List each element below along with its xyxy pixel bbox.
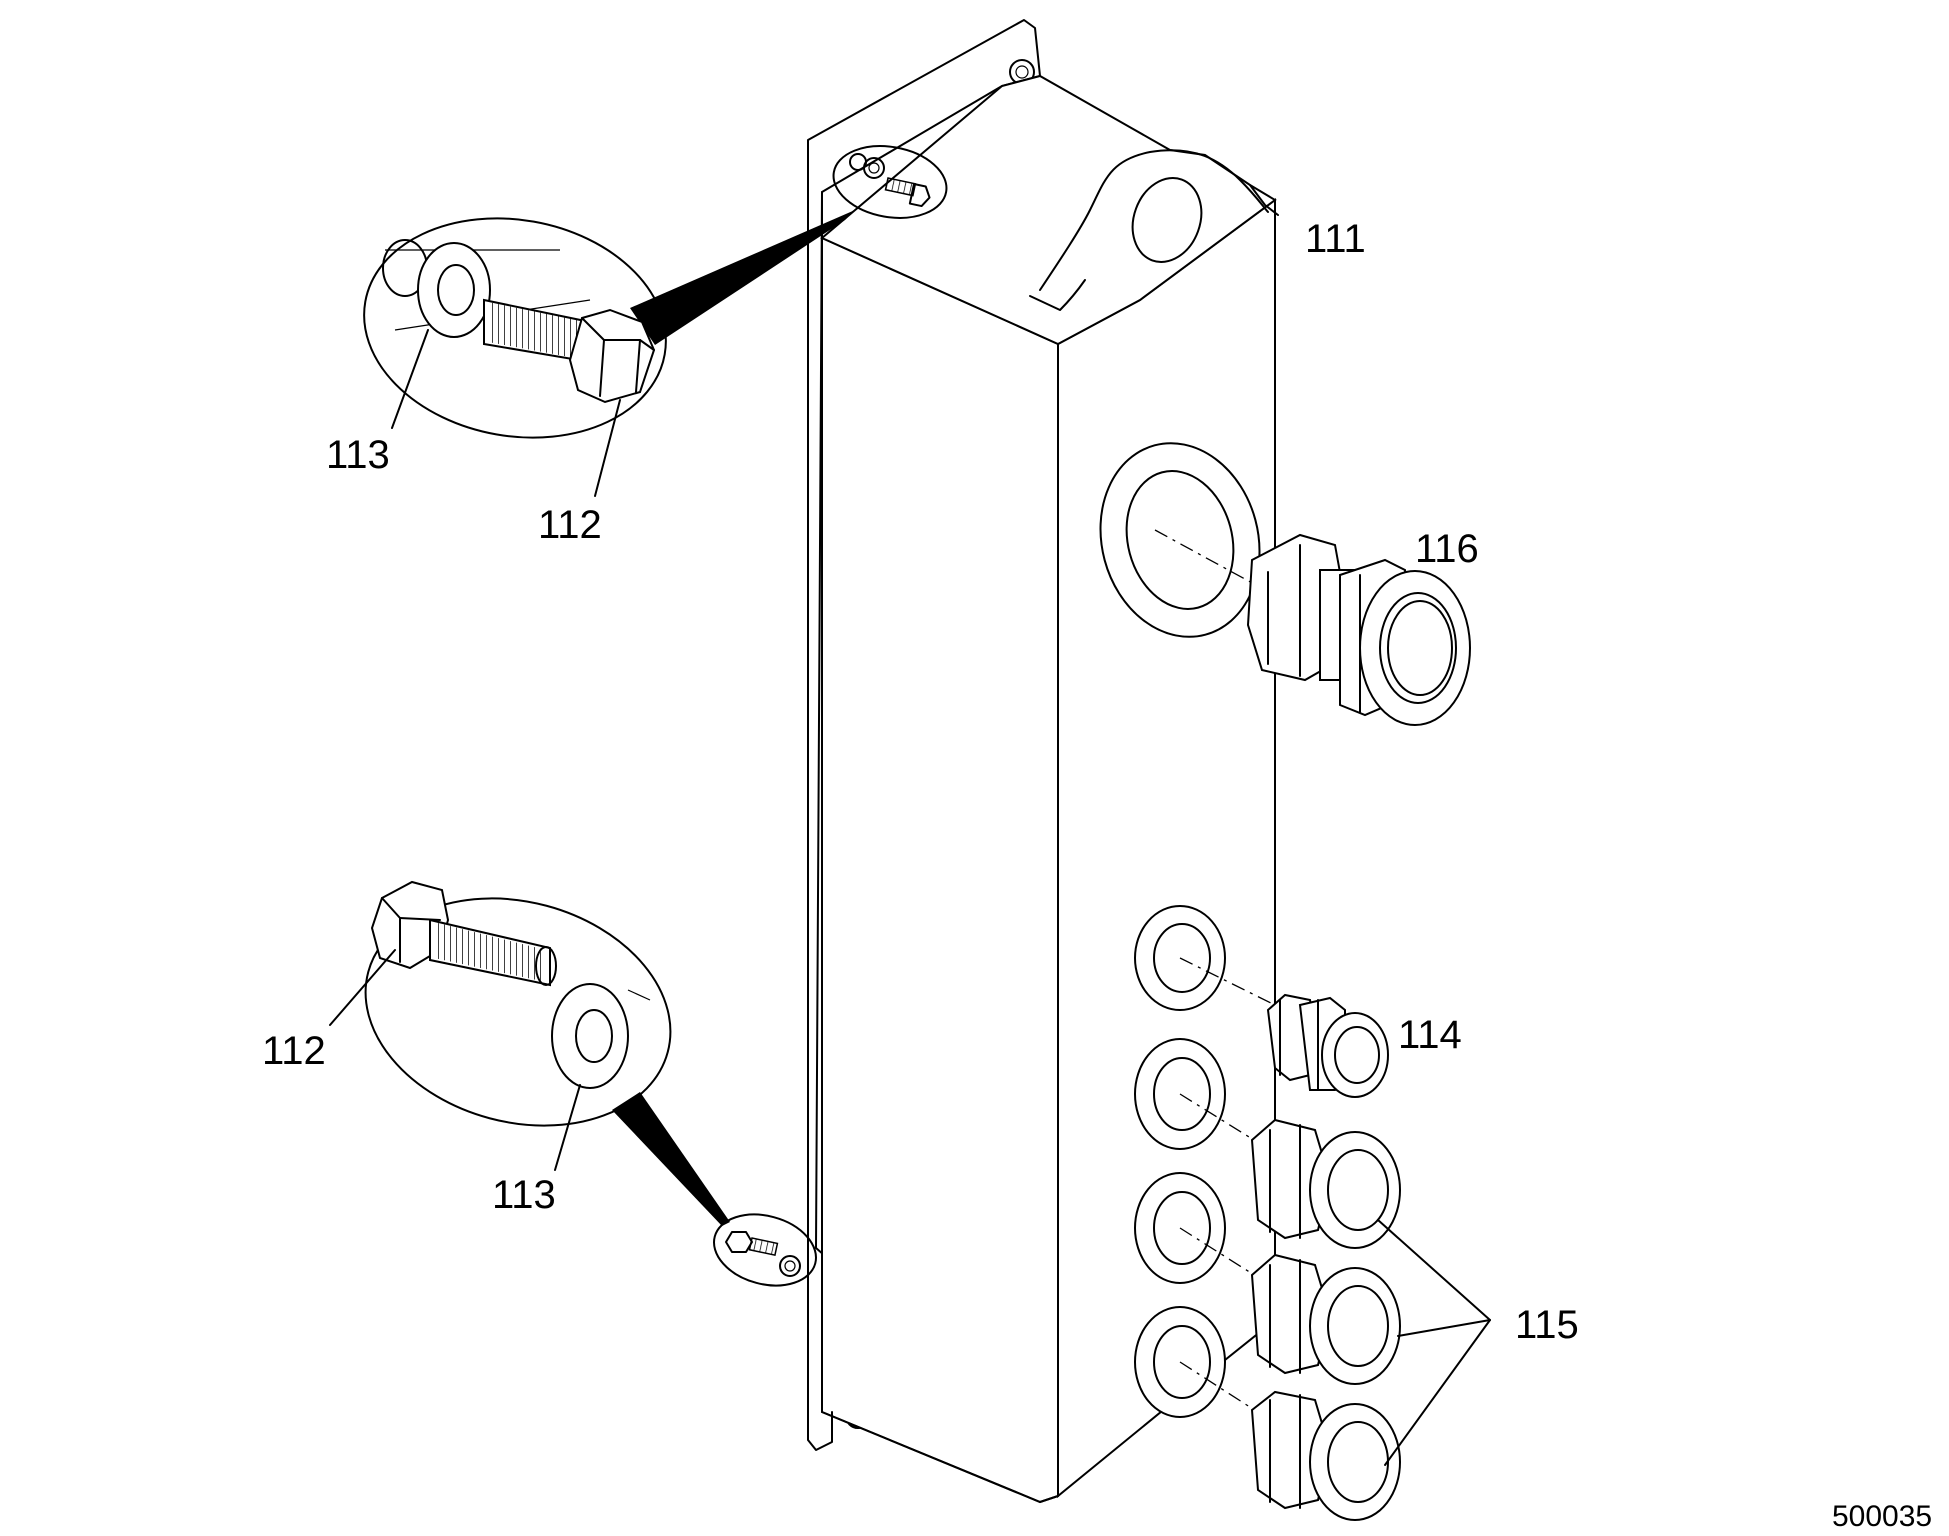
leader-113-top <box>391 329 429 429</box>
junction-box-housing <box>807 19 1279 1504</box>
top-detail-bubble-small <box>832 145 948 219</box>
callout-112-top: 112 <box>538 503 602 547</box>
callout-leaders-115 <box>1377 1219 1491 1466</box>
detail-leader-top <box>630 210 855 345</box>
callout-116: 116 <box>1415 527 1479 571</box>
drawing-number: 500035 <box>1832 1500 1932 1533</box>
leader-112-top <box>594 399 621 497</box>
cable-gland-116 <box>1099 442 1471 726</box>
leader-112-bottom <box>329 949 396 1026</box>
detail-leader-bottom <box>612 1092 730 1226</box>
cable-gland-115-b <box>1134 1172 1401 1385</box>
callout-115: 115 <box>1515 1303 1579 1347</box>
callout-113-bottom: 113 <box>492 1173 556 1217</box>
callout-114: 114 <box>1398 1013 1462 1057</box>
callout-113-top: 113 <box>326 433 390 477</box>
cable-gland-115-a <box>1134 1038 1401 1249</box>
callout-111: 111 <box>1305 217 1366 261</box>
washer-113-bottom <box>551 983 629 1089</box>
bottom-detail-bubble-large <box>329 880 672 1171</box>
bottom-detail-bubble-small <box>713 1213 817 1287</box>
bolt-112-bottom <box>370 880 557 987</box>
washer-113-top <box>417 242 491 338</box>
callout-112-bottom: 112 <box>262 1029 326 1073</box>
top-detail-bubble-large <box>363 217 667 497</box>
cable-gland-115-c <box>1134 1306 1401 1521</box>
leader-113-bottom <box>554 1084 581 1171</box>
bolt-112-top <box>483 298 656 404</box>
cable-gland-114 <box>1134 905 1389 1098</box>
